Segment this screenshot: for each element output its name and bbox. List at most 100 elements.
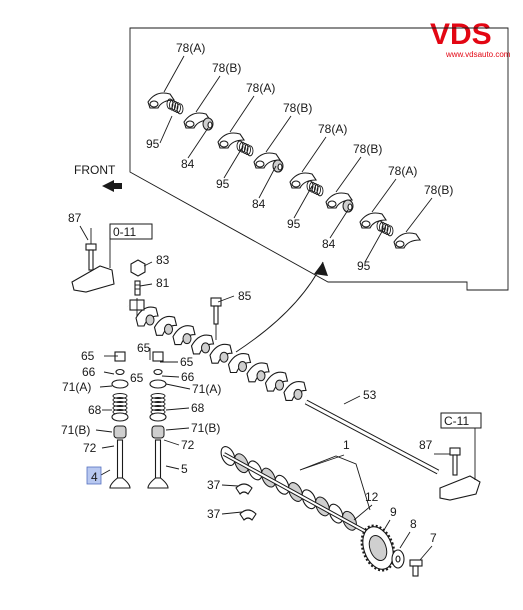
right-bracket	[439, 428, 481, 501]
inset-spring	[166, 98, 184, 115]
leader-line	[143, 261, 153, 267]
callout-78b: 78(B)	[212, 61, 241, 75]
leader-line	[101, 445, 115, 449]
leader-line	[187, 127, 209, 159]
callout-12: 12	[365, 490, 379, 504]
shaft-rocker-arm	[227, 353, 252, 374]
callout-37: 37	[207, 478, 221, 492]
valve-stack-left	[109, 351, 131, 489]
leader-line	[159, 115, 173, 144]
bolt-85	[210, 297, 222, 340]
selected-part-highlight	[86, 466, 102, 485]
callout-83: 83	[156, 253, 170, 267]
rocker-arm-inset-panel	[129, 27, 509, 291]
keeper-top	[235, 483, 253, 495]
gear-bolt	[409, 559, 423, 577]
leader-line	[217, 295, 235, 303]
keeper-bottom	[239, 509, 257, 521]
callout-95: 95	[216, 177, 230, 191]
leader-line	[301, 136, 327, 173]
leader-line	[79, 225, 89, 241]
shaft-rocker-arm	[209, 343, 233, 364]
callout-8: 8	[410, 517, 417, 531]
callout-72: 72	[83, 441, 97, 455]
callout-78a: 78(A)	[388, 164, 417, 178]
front-label: FRONT	[74, 163, 116, 177]
callout-84: 84	[252, 197, 266, 211]
inset-rocker-arm	[183, 112, 212, 129]
callout-84: 84	[322, 237, 336, 251]
callout-7: 7	[430, 531, 437, 545]
inset-spacer	[342, 199, 354, 213]
leader-line	[258, 165, 277, 199]
leader-line	[405, 197, 433, 233]
shaft-rocker-arm	[264, 371, 289, 392]
leader-line	[364, 227, 385, 263]
leader-line	[165, 407, 190, 411]
leader-line	[163, 55, 185, 93]
callout-87: 87	[68, 211, 82, 225]
leader-line	[165, 427, 190, 431]
callout-65: 65	[180, 355, 194, 369]
callout-53: 53	[363, 388, 377, 402]
inset-rocker-arm	[147, 92, 176, 109]
callout-78a: 78(A)	[246, 81, 275, 95]
callout-labels: 78(A)78(B)78(A)78(B)78(A)78(B)78(A)78(B)…	[61, 41, 453, 545]
callout-68: 68	[88, 403, 102, 417]
callout-87: 87	[419, 438, 433, 452]
shaft-rocker-arm	[190, 334, 215, 355]
callout-5: 5	[181, 462, 188, 476]
leader-lines	[79, 55, 450, 561]
vds-logo: VDS www.vdsauto.com	[430, 18, 511, 59]
inset-rocker-arm	[359, 212, 388, 229]
leader-line	[195, 75, 221, 113]
callout-71b: 71(B)	[191, 421, 220, 435]
ref-box-right: C-11	[440, 412, 482, 429]
callout-37: 37	[207, 507, 221, 521]
leader-line	[383, 519, 391, 531]
inset-rocker-arm	[289, 172, 318, 189]
ref-box-left: 0-11	[109, 223, 153, 240]
callout-65: 65	[130, 371, 144, 385]
leader-line	[335, 156, 362, 193]
callout-71a: 71(A)	[192, 382, 221, 396]
cam-gear	[360, 524, 396, 572]
inset-spring	[306, 180, 324, 197]
inset-spacer	[202, 117, 214, 131]
callout-85: 85	[238, 289, 252, 303]
callout-78a: 78(A)	[176, 41, 205, 55]
inset-connector	[235, 261, 324, 353]
callout-78b: 78(B)	[283, 101, 312, 115]
inset-connector-arrow-icon	[314, 262, 328, 276]
leader-line	[103, 371, 115, 375]
leader-line	[163, 439, 180, 446]
leader-line	[95, 429, 113, 433]
callout-66: 66	[181, 370, 195, 384]
shaft-rocker-arm	[283, 380, 307, 401]
leader-line	[299, 455, 371, 511]
leader-line	[329, 209, 349, 239]
shaft-rocker-arm	[246, 362, 270, 383]
leader-line	[100, 469, 111, 476]
inset-rocker-arm	[217, 132, 246, 149]
inset-rocker-arm	[325, 192, 354, 209]
callout-84: 84	[181, 157, 195, 171]
valve-stack-right	[147, 351, 169, 489]
leader-line	[419, 545, 433, 561]
ref-box-right-label: C-11	[444, 414, 469, 428]
leader-line	[221, 484, 239, 487]
callout-95: 95	[146, 137, 160, 151]
callout-78a: 78(A)	[318, 122, 347, 136]
left-bracket	[71, 228, 115, 293]
callout-1: 1	[343, 438, 350, 452]
leader-line	[161, 375, 180, 378]
front-arrow-icon	[102, 180, 114, 192]
callout-9: 9	[390, 505, 397, 519]
washer	[391, 549, 405, 569]
callout-4: 4	[91, 470, 98, 484]
shaft-rocker-arm	[153, 315, 178, 336]
callout-78b: 78(B)	[353, 142, 382, 156]
leader-line	[165, 383, 191, 390]
callout-95: 95	[287, 217, 301, 231]
